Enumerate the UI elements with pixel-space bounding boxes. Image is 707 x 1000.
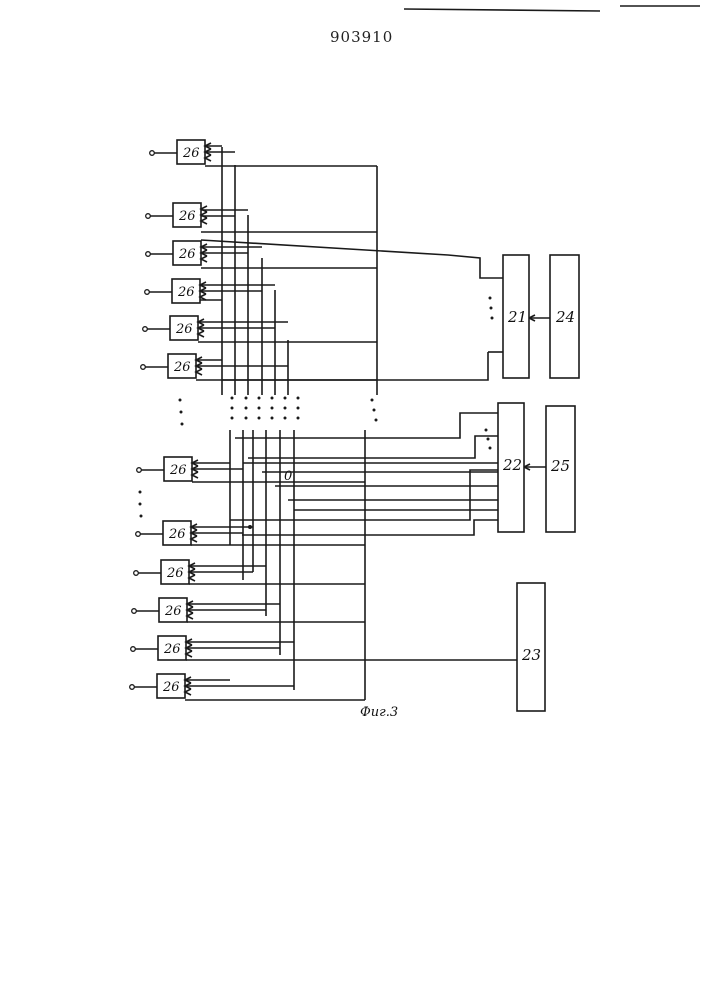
input-terminal: [132, 609, 137, 614]
continuation-dot: [297, 397, 300, 400]
continuation-dot: [258, 407, 261, 410]
cell-26-label: 26: [168, 527, 186, 542]
wire-to-unit-22: [235, 413, 498, 438]
continuation-dot: [231, 397, 234, 400]
cell-26-label: 26: [175, 322, 193, 337]
figure-caption: Фиг.3: [360, 705, 398, 720]
continuation-dot: [487, 438, 490, 441]
input-terminal: [143, 327, 148, 332]
input-terminal: [146, 214, 151, 219]
continuation-dot: [490, 307, 493, 310]
continuation-dot: [375, 419, 378, 422]
continuation-dot: [180, 411, 183, 414]
input-terminal: [150, 151, 155, 156]
unit-24-label: 24: [555, 308, 575, 326]
continuation-dot: [271, 407, 274, 410]
junction-dot: [248, 525, 252, 529]
cell-26-label: 26: [173, 360, 191, 375]
continuation-dot: [271, 417, 274, 420]
continuation-dot: [284, 397, 287, 400]
arrow-head: [185, 689, 191, 695]
continuation-dot: [297, 407, 300, 410]
continuation-dot: [181, 423, 184, 426]
continuation-dot: [489, 447, 492, 450]
continuation-dot: [258, 417, 261, 420]
continuation-dot: [373, 409, 376, 412]
arrow-head: [201, 218, 207, 224]
continuation-dot: [139, 491, 142, 494]
arrow-head: [189, 575, 195, 581]
input-terminal: [145, 290, 150, 295]
input-terminal: [134, 571, 139, 576]
arrow-head: [187, 613, 193, 619]
continuation-dot: [231, 407, 234, 410]
cell-26-label: 26: [182, 146, 200, 161]
arrow-head: [201, 212, 207, 218]
continuation-dot: [140, 515, 143, 518]
arrow-head: [201, 206, 207, 212]
continuation-dot: [284, 407, 287, 410]
arrow-head: [196, 369, 202, 375]
wire-to-unit-21: [201, 240, 503, 278]
arrow-head: [186, 651, 192, 657]
cell-26-label: 26: [163, 642, 181, 657]
continuation-dot: [271, 397, 274, 400]
cell-blocks: 26 26 26 26 26 26 26 26 26 26 26 26: [130, 140, 211, 698]
arrow-head: [192, 472, 198, 478]
unit-25-label: 25: [550, 457, 570, 475]
continuation-dot: [179, 399, 182, 402]
input-terminal: [146, 252, 151, 257]
arrow-head: [201, 256, 207, 262]
cell-26-label: 26: [178, 247, 196, 262]
input-terminal: [136, 532, 141, 537]
wires: [134, 6, 700, 700]
cell-26-label: 26: [177, 285, 195, 300]
continuation-dot: [258, 397, 261, 400]
cell-26-label: 26: [178, 209, 196, 224]
continuation-dot: [491, 317, 494, 320]
continuation-dot: [245, 417, 248, 420]
continuation-dot: [284, 417, 287, 420]
cell-26-label: 26: [166, 566, 184, 581]
zero-mark: 0: [284, 469, 292, 484]
scan-mark: [404, 9, 600, 11]
arrow-head: [205, 155, 211, 161]
cell-26-label: 26: [162, 680, 180, 695]
arrow-head: [198, 331, 204, 337]
continuation-dot: [297, 417, 300, 420]
continuation-dot: [485, 429, 488, 432]
arrow-head: [191, 536, 197, 542]
input-terminal: [141, 365, 146, 370]
continuation-dot: [489, 297, 492, 300]
continuation-dot: [139, 503, 142, 506]
unit-23-label: 23: [521, 646, 541, 664]
cell-26-label: 26: [164, 604, 182, 619]
input-terminal: [130, 685, 135, 690]
cell-26-label: 26: [169, 463, 187, 478]
input-terminal: [137, 468, 142, 473]
unit-22-label: 22: [502, 456, 522, 474]
arrow-head: [200, 294, 206, 300]
continuation-dot: [245, 407, 248, 410]
continuation-dot: [231, 417, 234, 420]
wire-to-unit-22: [248, 436, 498, 458]
continuation-dot: [371, 399, 374, 402]
continuation-dot: [245, 397, 248, 400]
unit-21-label: 21: [507, 308, 527, 326]
functional-units: 21 24 22 25 23: [498, 255, 579, 711]
wire-to-unit-22: [230, 470, 498, 520]
input-terminal: [131, 647, 136, 652]
